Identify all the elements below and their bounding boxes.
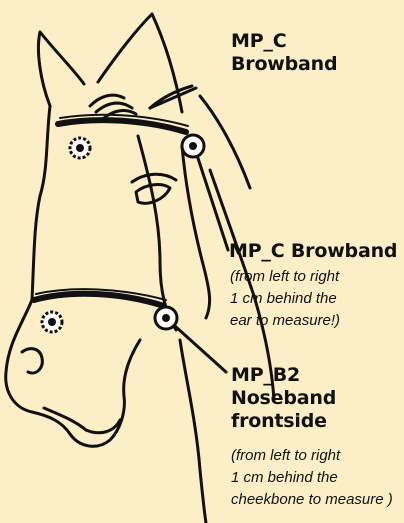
label-mp-c-browband-top: MP_C Browband: [231, 30, 337, 76]
bottom-note-line: 1 cm behind the: [231, 467, 393, 489]
label-middle-note: (from left to right 1 cm behind the ear …: [230, 266, 340, 332]
middle-note-line: (from left to right: [230, 266, 340, 288]
muzzle-outline: [6, 300, 140, 446]
middle-note-line: 1 cm behind the: [230, 288, 340, 310]
eye-lid: [132, 174, 176, 182]
label-bottom-note: (from left to right 1 cm behind the chee…: [231, 445, 393, 511]
label-bottom-line1: MP_B2: [231, 364, 336, 387]
label-bottom-line3: frontside: [231, 410, 336, 433]
leader-line-middle: [194, 146, 228, 250]
label-mp-b2-noseband: MP_B2 Noseband frontside: [231, 364, 336, 433]
chin-line: [86, 420, 120, 433]
right-ear: [98, 14, 182, 112]
middle-note-line: ear to measure!): [230, 310, 340, 332]
nostril: [22, 349, 42, 373]
bottom-note-line: cheekbone to measure ): [231, 489, 393, 511]
face-left-outline: [32, 106, 50, 300]
browband-strap: [58, 120, 186, 132]
leader-line-top: [150, 88, 196, 108]
label-top-line2: Browband: [231, 53, 337, 76]
left-ear: [38, 32, 84, 106]
label-top-line1: MP_C: [231, 30, 337, 53]
label-bottom-line2: Noseband: [231, 387, 336, 410]
label-mp-c-browband-middle: MP_C Browband: [229, 240, 397, 263]
bottom-note-line: (from left to right: [231, 445, 393, 467]
face-right-outline: [182, 146, 210, 318]
throat-line: [180, 340, 206, 523]
